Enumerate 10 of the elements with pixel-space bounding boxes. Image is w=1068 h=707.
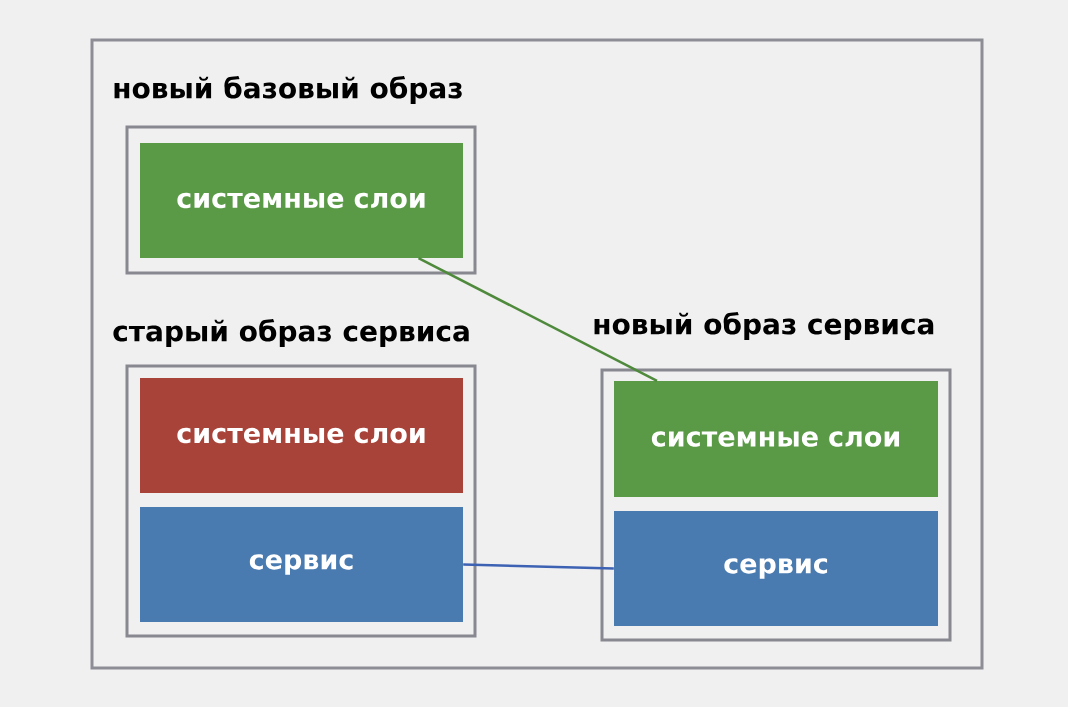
connector-line xyxy=(417,257,658,382)
heading: новый базовый образ xyxy=(114,76,462,104)
layer-box: системные слои xyxy=(614,381,938,497)
layer-box: сервис xyxy=(140,507,463,622)
heading: новый образ сервиса xyxy=(594,312,934,340)
layer-box: системные слои xyxy=(140,143,463,258)
connector-line xyxy=(463,563,614,570)
heading: старый образ сервиса xyxy=(113,319,469,347)
layer-box: системные слои xyxy=(140,378,463,493)
layer-box: сервис xyxy=(614,511,938,626)
